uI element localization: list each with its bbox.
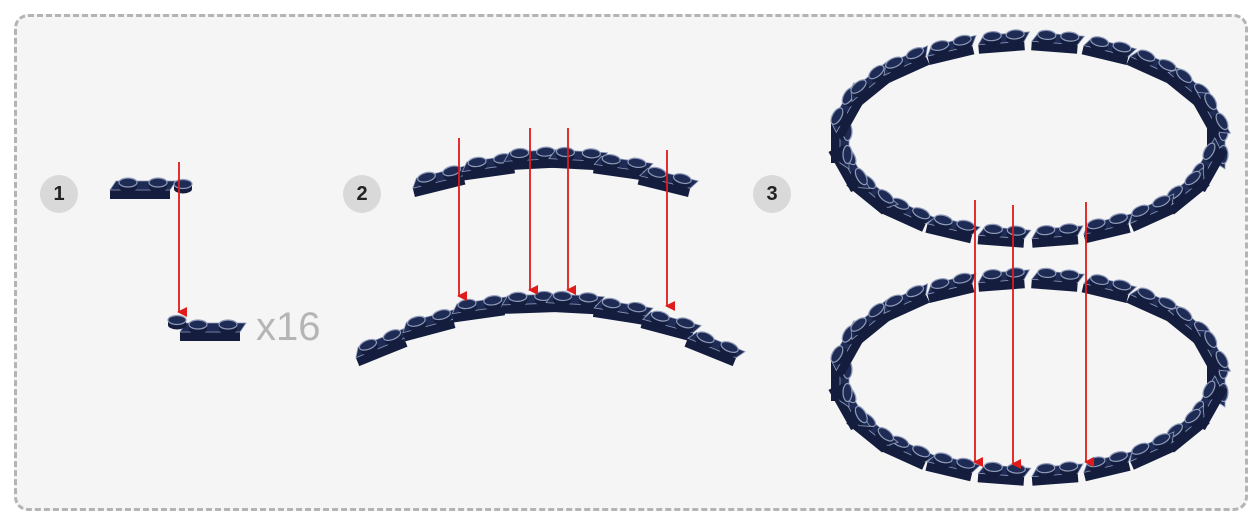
step-3-lower-ring-plate <box>850 298 894 347</box>
step-2-lower-plate <box>501 290 561 314</box>
step-2-badge: 2 <box>343 175 381 213</box>
step-3-lower-ring-plate <box>977 461 1032 486</box>
step-3-lower-ring-plate <box>977 267 1031 292</box>
step-3-upper-ring-plate <box>977 223 1032 248</box>
instruction-panel <box>14 14 1248 511</box>
brick-layer <box>109 29 1232 486</box>
step-2-upper-plate <box>548 146 609 171</box>
arrow-layer <box>177 128 1094 469</box>
step-2-lower-plate <box>451 295 510 323</box>
step-3-lower-ring-plate <box>1166 404 1210 453</box>
step-3-upper-ring-plate <box>1129 193 1176 232</box>
step-3-upper-ring-plate <box>977 29 1031 54</box>
step-2-upper-plate <box>593 153 654 181</box>
step-2-upper-plate <box>412 164 468 198</box>
step-2-lower-plate <box>592 297 654 325</box>
step-3-upper-ring-plate <box>850 60 894 109</box>
step-3-upper-ring-plate <box>1166 166 1210 215</box>
step-2-lower-plate <box>402 308 458 342</box>
step-3-upper-ring-plate <box>1083 213 1133 244</box>
step-2-number: 2 <box>356 182 368 205</box>
step-2-upper-plate <box>461 153 520 181</box>
step-3-lower-ring-plate <box>1081 274 1138 303</box>
step-3-upper-ring-plate <box>925 214 982 244</box>
step-1-plate <box>109 177 177 199</box>
step-3-lower-ring-plate <box>1126 287 1183 322</box>
step-3-upper-ring-plate <box>883 45 930 84</box>
step-3-upper-ring-plate <box>1031 223 1084 248</box>
step-3-lower-ring-plate <box>1031 267 1086 292</box>
step-2-upper-plate <box>637 166 700 198</box>
step-3-number: 3 <box>766 182 778 205</box>
step-3-upper-ring-plate <box>1081 36 1138 65</box>
step-3-lower-ring-plate <box>926 272 977 303</box>
step-3-upper-ring-plate <box>926 34 977 65</box>
step-1-quantity-label: x16 <box>256 305 321 349</box>
step-3-lower-ring-plate <box>1189 329 1232 375</box>
step-2-lower-plate <box>545 290 606 315</box>
step-1-placed-plate <box>179 319 247 341</box>
step-3-upper-ring-plate <box>1189 91 1232 137</box>
step-3-lower-ring-plate <box>883 283 930 322</box>
step-3-badge: 3 <box>753 175 791 213</box>
step-3-lower-ring-plate <box>1083 451 1133 482</box>
step-3-upper-ring-plate <box>1031 29 1086 54</box>
step-2-lower-plate <box>684 331 746 367</box>
step-2-lower-plate <box>355 327 408 367</box>
step-3-lower-ring-plate <box>1031 461 1084 486</box>
step-3-lower-ring-plate <box>1129 431 1176 470</box>
step-2-lower-plate <box>640 310 703 342</box>
step-1-number: 1 <box>53 182 65 205</box>
step-1-badge: 1 <box>40 175 78 213</box>
